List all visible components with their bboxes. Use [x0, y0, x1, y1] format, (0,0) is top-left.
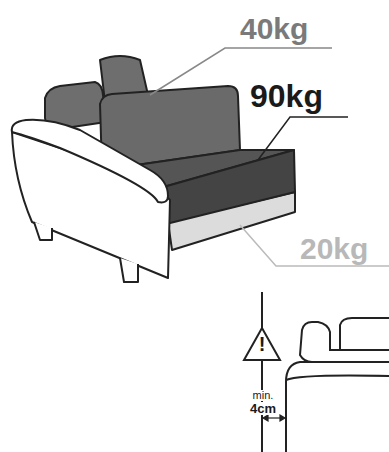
sofa-outline — [286, 376, 389, 381]
dimension-note: min. — [252, 390, 275, 401]
weight-label: 90kg — [250, 80, 323, 112]
warning-mark: ! — [259, 334, 266, 354]
sofa-outline — [286, 362, 389, 452]
weight-label: 20kg — [300, 234, 368, 264]
seat-front — [160, 150, 295, 224]
arrow-head — [263, 415, 268, 421]
leader-line — [240, 225, 389, 266]
warning-triangle — [244, 328, 280, 360]
sofa-leg — [120, 258, 138, 282]
weight-label: 40kg — [240, 14, 308, 44]
arrow-head — [280, 415, 285, 421]
dimension-value: 4cm — [249, 402, 277, 415]
sofa-outline — [300, 322, 389, 362]
leader-line — [258, 117, 348, 160]
armrest-top — [12, 120, 168, 203]
wall-line — [261, 292, 263, 452]
sofa-leg — [34, 222, 52, 240]
sofa-outline — [340, 318, 389, 350]
